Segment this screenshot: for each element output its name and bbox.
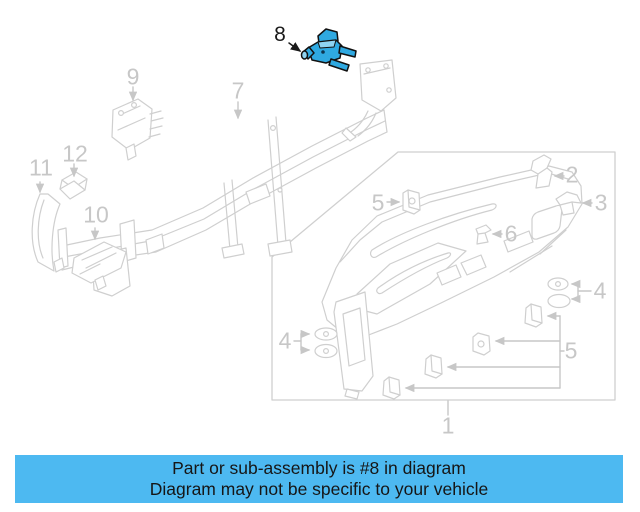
callout-6: 6 <box>504 220 518 247</box>
callout-9: 9 <box>126 63 140 90</box>
caption-banner: Part or sub-assembly is #8 in diagram Di… <box>15 455 623 503</box>
callout-8: 8 <box>274 23 286 46</box>
part-6-clip <box>475 224 492 245</box>
caption-line-1: Part or sub-assembly is #8 in diagram <box>172 458 466 478</box>
panel-outline <box>271 151 616 401</box>
callout-5-top: 5 <box>371 189 385 216</box>
callout-5-right: 5 <box>564 337 578 364</box>
callout-10: 10 <box>83 201 109 228</box>
part-11-end-panel <box>31 193 65 273</box>
callout-7: 7 <box>231 77 245 104</box>
part-9-bracket <box>111 98 164 161</box>
part-8-highlighted-bracket <box>288 28 357 72</box>
part-5-clips <box>382 189 543 400</box>
callout-12: 12 <box>62 140 88 167</box>
part-3-clip <box>555 191 582 216</box>
caption-line-2: Diagram may not be specific to your vehi… <box>149 479 489 499</box>
part-2-clip <box>530 154 553 189</box>
callout-1: 1 <box>441 412 455 439</box>
callout-leader-lines <box>35 86 593 416</box>
callout-4-left: 4 <box>278 327 292 354</box>
callout-11: 11 <box>29 154 53 181</box>
part-10-bracket <box>71 241 127 291</box>
callout-4-right: 4 <box>593 277 607 304</box>
part-1-instrument-panel <box>321 165 583 400</box>
callout-3: 3 <box>594 189 608 216</box>
part-12-clip <box>59 171 88 200</box>
part-4-washers <box>314 277 571 359</box>
callout-2: 2 <box>565 161 579 188</box>
